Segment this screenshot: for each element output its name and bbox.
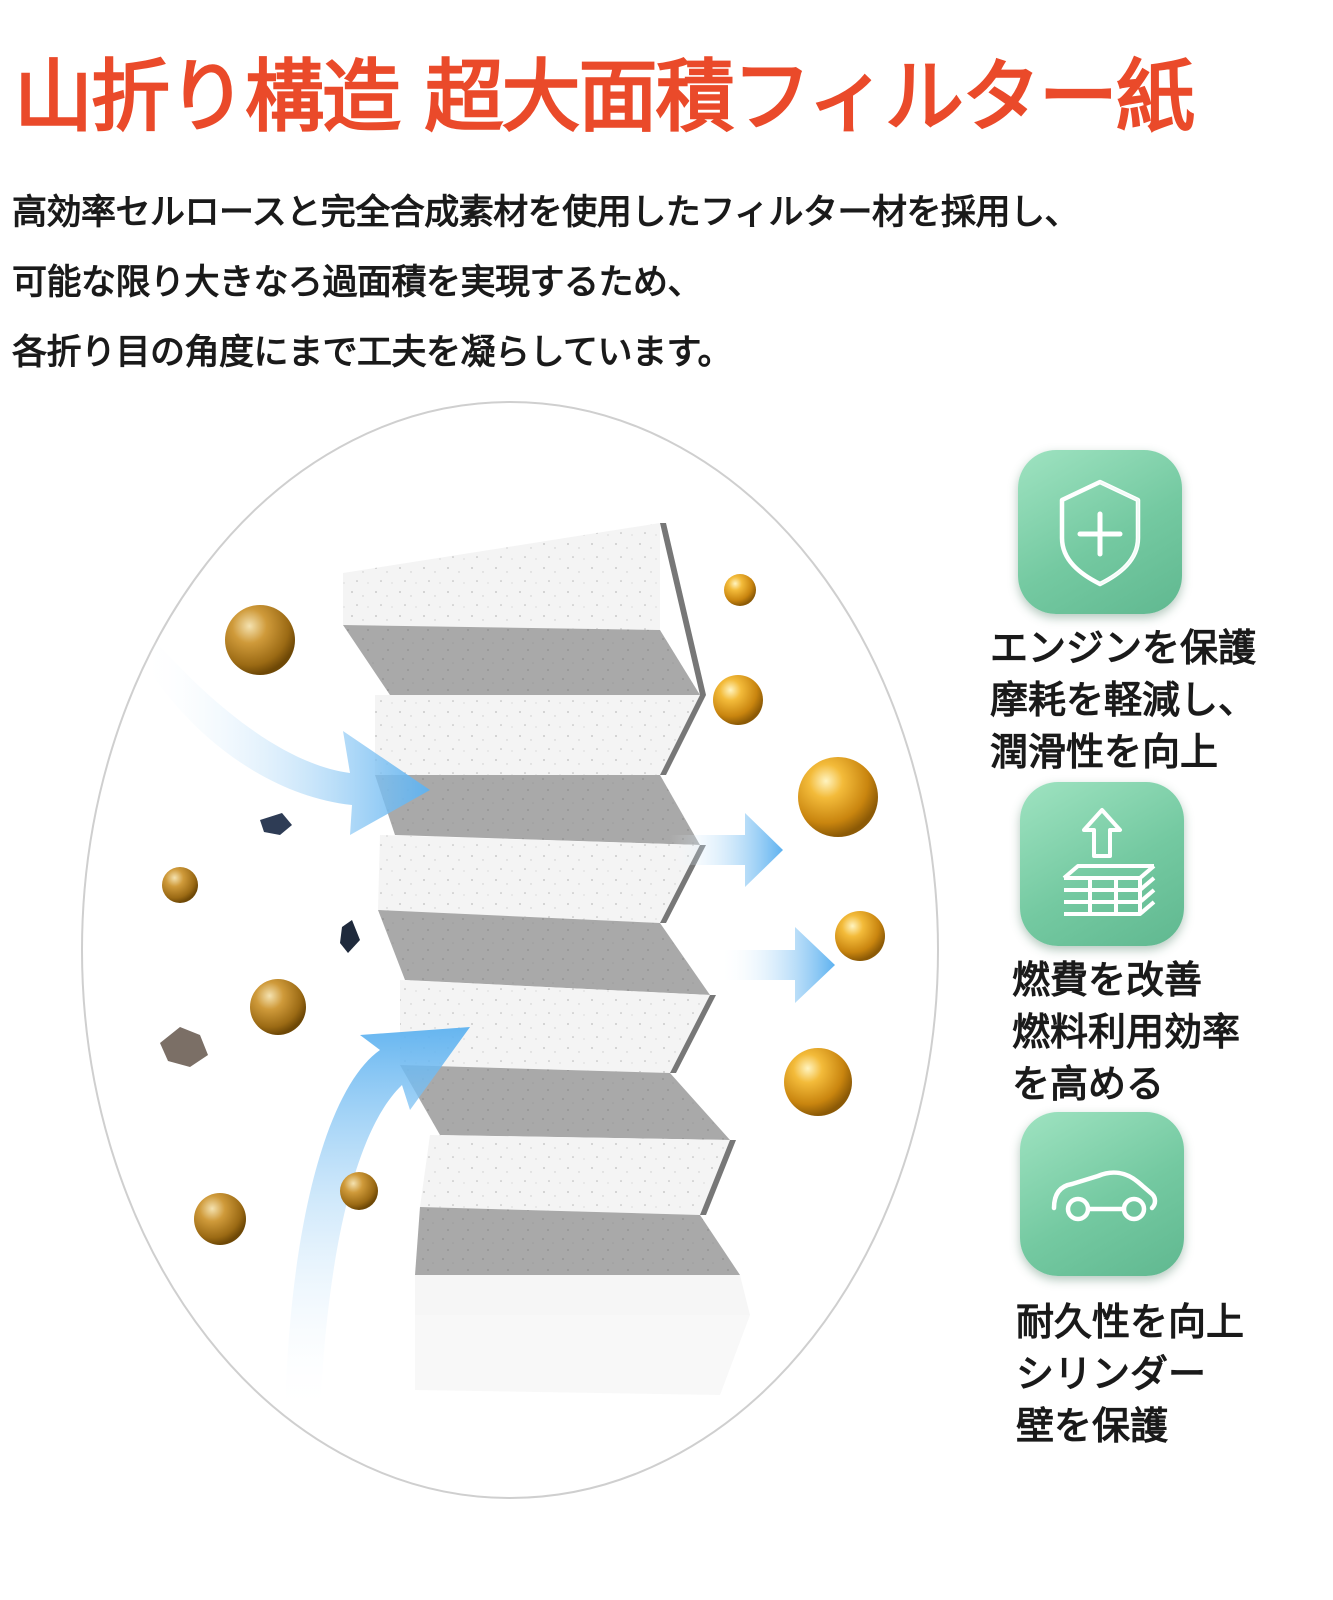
oil-particle: [835, 911, 885, 961]
airflow-arrow-inlet-top: [140, 633, 430, 835]
shield-plus-icon: [1059, 479, 1141, 587]
oil-particle: [798, 757, 878, 837]
feature-line: エンジンを保護: [990, 626, 1257, 670]
feature-icon-protect: [1018, 450, 1182, 614]
oil-particle: [713, 675, 763, 725]
feature-text-durability: 耐久性を向上 シリンダー 壁を保護: [1016, 1296, 1244, 1452]
feature-line: 耐久性を向上: [1016, 1300, 1245, 1344]
oil-particle: [340, 1172, 378, 1210]
feature-line: を高める: [1012, 1062, 1165, 1106]
feature-line: 潤滑性を向上: [990, 730, 1219, 774]
feature-text-protect: エンジンを保護 摩耗を軽減し、 潤滑性を向上: [990, 622, 1256, 778]
filter-pleats: [343, 523, 750, 1395]
description-line: 各折り目の角度にまで工夫を凝らしています。: [12, 333, 732, 373]
oil-particle: [784, 1048, 852, 1116]
feature-icon-efficiency: [1020, 782, 1184, 946]
feature-text-efficiency: 燃費を改善 燃料利用効率 を高める: [1012, 954, 1240, 1110]
oil-particles: [162, 574, 885, 1245]
description-line: 高効率セルロースと完全合成素材を使用したフィルター材を採用し、: [12, 193, 1080, 233]
dirt-particles: [160, 813, 360, 1067]
feature-line: 壁を保護: [1016, 1404, 1169, 1448]
pleated-filter-illustration: [81, 401, 939, 1499]
feature-line: 燃料利用効率: [1012, 1010, 1241, 1054]
dirt-particle: [160, 1027, 208, 1067]
oil-particle: [250, 979, 306, 1035]
airflow-arrow-outlet-1: [670, 813, 783, 887]
description-block: 高効率セルロースと完全合成素材を使用したフィルター材を採用し、 可能な限り大きな…: [12, 178, 1327, 388]
layer-lift-icon: [1062, 808, 1156, 916]
headline-title: 山折り構造 超大面積フィルター紙: [14, 51, 1195, 143]
airflow-arrow-outlet-2: [720, 927, 835, 1003]
feature-line: 燃費を改善: [1012, 958, 1203, 1002]
description-line: 可能な限り大きなろ過面積を実現するため、: [12, 263, 703, 303]
oil-particle: [225, 605, 295, 675]
oil-particle: [162, 867, 198, 903]
car-icon: [1051, 1170, 1158, 1222]
feature-line: 摩耗を軽減し、: [990, 678, 1257, 722]
dirt-particle: [260, 813, 292, 835]
feature-icon-durability: [1020, 1112, 1184, 1276]
dirt-particle: [340, 920, 360, 953]
airflow-arrow-inlet-bottom: [285, 1027, 470, 1415]
oil-particle: [194, 1193, 246, 1245]
feature-line: シリンダー: [1016, 1352, 1207, 1396]
oil-particle: [724, 574, 756, 606]
